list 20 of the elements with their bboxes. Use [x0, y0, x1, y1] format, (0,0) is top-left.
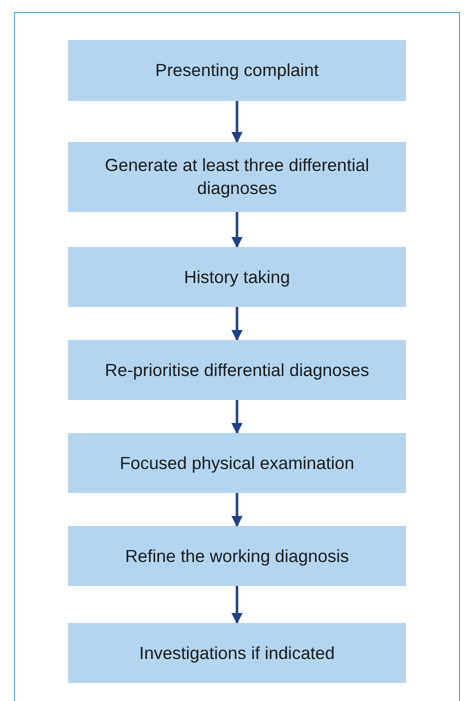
arrow [231, 212, 243, 248]
step-label: Presenting complaint [155, 59, 319, 82]
step-label: Generate at least three differential diagnoses [104, 154, 370, 200]
step-label: Investigations if indicated [139, 642, 335, 664]
process-box [68, 340, 406, 400]
arrow [231, 400, 243, 434]
arrow [231, 307, 243, 342]
process-box [68, 433, 406, 493]
process-box [68, 40, 406, 101]
step-label: Focused physical examination [120, 452, 354, 474]
process-box [68, 142, 406, 212]
step-label: Refine the working diagnosis [125, 544, 349, 568]
process-box [68, 623, 406, 683]
arrow [231, 586, 243, 624]
process-box [68, 247, 406, 307]
arrow [231, 493, 243, 528]
process-box [68, 526, 406, 586]
arrow [231, 101, 243, 144]
step-label: History taking [184, 266, 290, 288]
step-label: Re-prioritise differential diagnoses [104, 358, 370, 382]
